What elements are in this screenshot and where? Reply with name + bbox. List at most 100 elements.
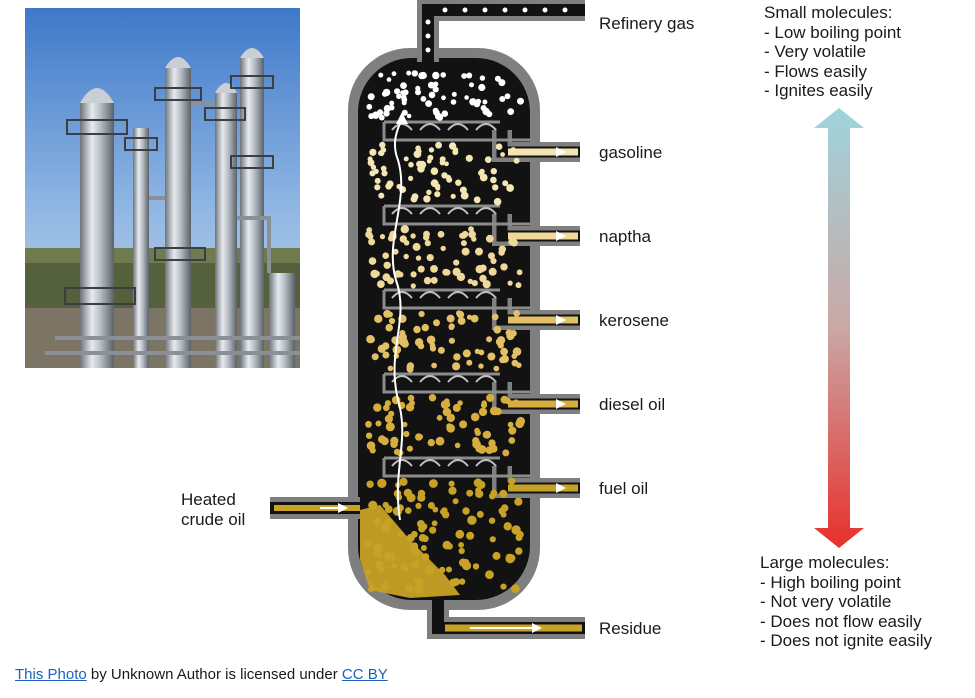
droplet [441, 95, 446, 100]
droplet [453, 353, 460, 360]
droplet [458, 317, 466, 325]
droplet [480, 174, 488, 182]
droplet [447, 414, 455, 422]
small-item: - Ignites easily [764, 81, 901, 101]
droplet [482, 100, 487, 105]
droplet [415, 433, 422, 440]
droplet [409, 400, 415, 406]
droplet [488, 439, 495, 446]
droplet [471, 315, 479, 323]
droplet [401, 225, 409, 233]
droplet [500, 263, 507, 270]
droplet [489, 268, 497, 276]
droplet [446, 423, 452, 429]
droplet [404, 156, 409, 161]
droplet [512, 360, 519, 367]
droplet [452, 92, 457, 97]
droplet [449, 324, 455, 330]
droplet [399, 338, 408, 347]
droplet [466, 532, 474, 540]
droplet [500, 348, 508, 356]
droplet [429, 394, 436, 401]
droplet [415, 86, 420, 91]
droplet [499, 507, 506, 514]
droplet [393, 507, 402, 516]
droplet [388, 366, 394, 372]
droplet [381, 170, 387, 176]
droplet [380, 234, 385, 239]
droplet [514, 498, 522, 506]
droplet [467, 315, 472, 320]
droplet [490, 407, 499, 416]
droplet [468, 226, 474, 232]
large-item: - High boiling point [760, 573, 932, 593]
droplet [462, 507, 469, 514]
droplet [481, 402, 487, 408]
droplet [426, 190, 431, 195]
droplet [508, 422, 514, 428]
droplet [472, 437, 479, 444]
droplet [453, 260, 459, 266]
droplet [369, 149, 376, 156]
droplet [475, 248, 483, 256]
droplet [495, 76, 501, 82]
droplet [466, 360, 472, 366]
droplet [378, 151, 383, 156]
droplet [505, 93, 511, 99]
droplet [408, 162, 414, 168]
droplet [387, 77, 392, 82]
droplet [505, 554, 514, 563]
large-item: - Not very volatile [760, 592, 932, 612]
volatility-gradient-arrow [812, 108, 866, 548]
droplet [461, 73, 467, 79]
droplet [368, 93, 375, 100]
droplet [394, 88, 400, 94]
label-fuel-oil: fuel oil [599, 479, 648, 499]
droplet [514, 158, 520, 164]
label-heated-crude-oil: Heated crude oil [181, 490, 245, 529]
droplet [378, 73, 383, 78]
droplet [479, 408, 487, 416]
attribution-text: by Unknown Author is licensed under [91, 666, 338, 683]
droplet [417, 520, 425, 528]
license-link[interactable]: CC BY [342, 666, 388, 683]
droplet [382, 252, 389, 259]
droplet [366, 335, 374, 343]
droplet [488, 252, 495, 259]
droplet [478, 84, 485, 91]
droplet [392, 71, 397, 76]
droplet [378, 193, 384, 199]
droplet [486, 111, 492, 117]
droplet [435, 142, 442, 149]
droplet [464, 95, 469, 100]
droplet [478, 363, 483, 368]
droplet [508, 478, 515, 485]
refinery-photo-image [25, 8, 300, 368]
droplet [489, 518, 495, 524]
droplet [487, 353, 495, 361]
photo-link[interactable]: This Photo [15, 666, 87, 683]
droplet [459, 578, 465, 584]
droplet [427, 159, 432, 164]
droplet [369, 257, 377, 265]
droplet [461, 240, 467, 246]
droplet [507, 108, 514, 115]
double-arrow-icon [812, 108, 866, 548]
droplet [452, 149, 458, 155]
refinery-photo [25, 8, 300, 368]
droplet [453, 268, 461, 276]
droplet [457, 311, 464, 318]
droplet [385, 415, 393, 423]
droplet [404, 240, 410, 246]
droplet [490, 177, 497, 184]
droplet [476, 99, 481, 104]
droplet [373, 403, 381, 411]
droplet [376, 421, 382, 427]
droplet [459, 559, 467, 567]
droplet [390, 440, 398, 448]
droplet [368, 238, 375, 245]
droplet [449, 338, 455, 344]
droplet [451, 99, 457, 105]
droplet [455, 530, 464, 539]
droplet [374, 271, 380, 277]
